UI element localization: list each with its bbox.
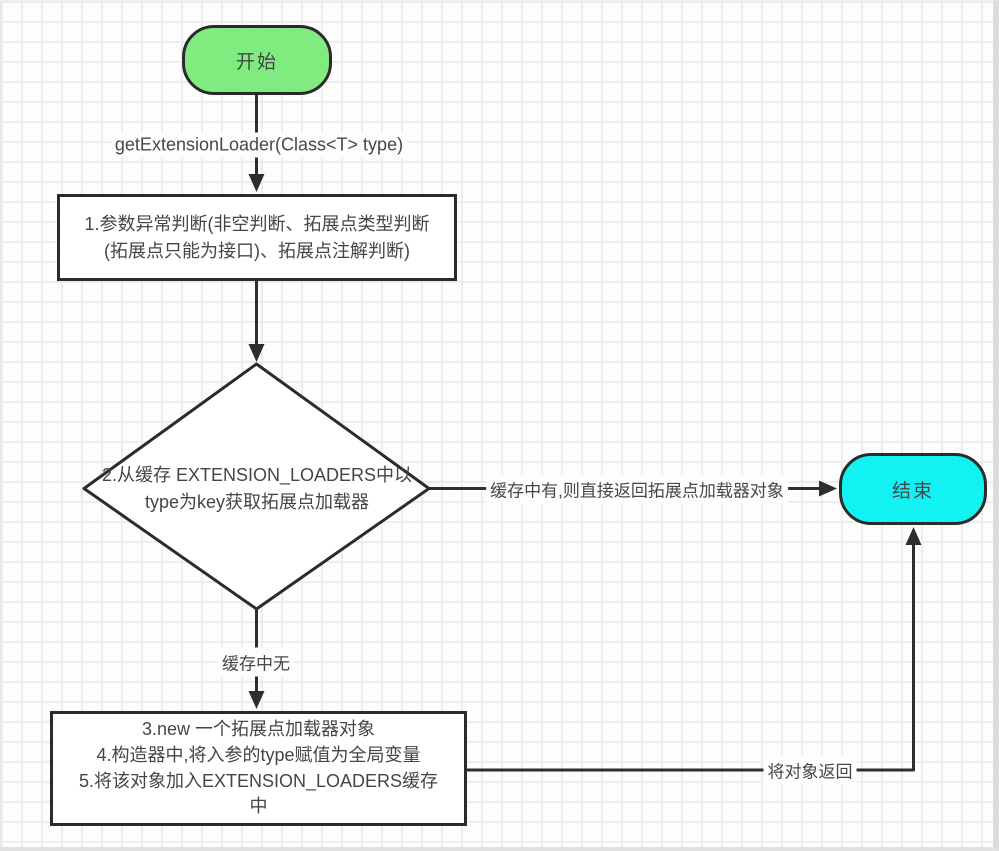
end-node-label: 结束: [891, 480, 934, 502]
step1-node: 1.参数异常判断(非空判断、拓展点类型判断(拓展点只能为接口)、拓展点注解判断): [57, 194, 457, 281]
step3-line-2: 4.构造器中,将入参的type赋值为全局变量: [96, 744, 421, 765]
step3-node: 3.new 一个拓展点加载器对象 4.构造器中,将入参的type赋值为全局变量 …: [50, 711, 467, 826]
decision-diamond-shape: [82, 362, 431, 611]
arrowhead-into-step3: [248, 691, 265, 709]
decision-text: 2.从缓存 EXTENSION_LOADERS中以type为key获取拓展点加载…: [101, 464, 413, 512]
arrowhead-into-end-left: [819, 480, 837, 497]
edge-label-cache-miss: 缓存中无: [218, 647, 294, 677]
edge-label-return-object: 将对象返回: [763, 755, 857, 785]
start-node: 开始: [182, 25, 332, 95]
step3-line-1: 3.new 一个拓展点加载器对象: [141, 719, 376, 740]
edge-label-cache-hit: 缓存中有,则直接返回拓展点加载器对象: [486, 474, 788, 504]
arrowhead-into-step1: [248, 174, 265, 192]
edge-step3-to-end: [467, 544, 915, 772]
end-node: 结束: [839, 453, 987, 525]
start-node-label: 开始: [235, 51, 278, 73]
edge-label-method-call: getExtensionLoader(Class<T> type): [110, 132, 408, 158]
arrowhead-into-end-bottom: [905, 527, 922, 545]
arrowhead-into-decision: [248, 344, 265, 362]
step1-text: 1.参数异常判断(非空判断、拓展点类型判断(拓展点只能为接口)、拓展点注解判断): [84, 213, 430, 261]
step3-line-3: 5.将该对象加入EXTENSION_LOADERS缓存中: [78, 770, 439, 817]
decision-node: 2.从缓存 EXTENSION_LOADERS中以type为key获取拓展点加载…: [96, 421, 418, 556]
